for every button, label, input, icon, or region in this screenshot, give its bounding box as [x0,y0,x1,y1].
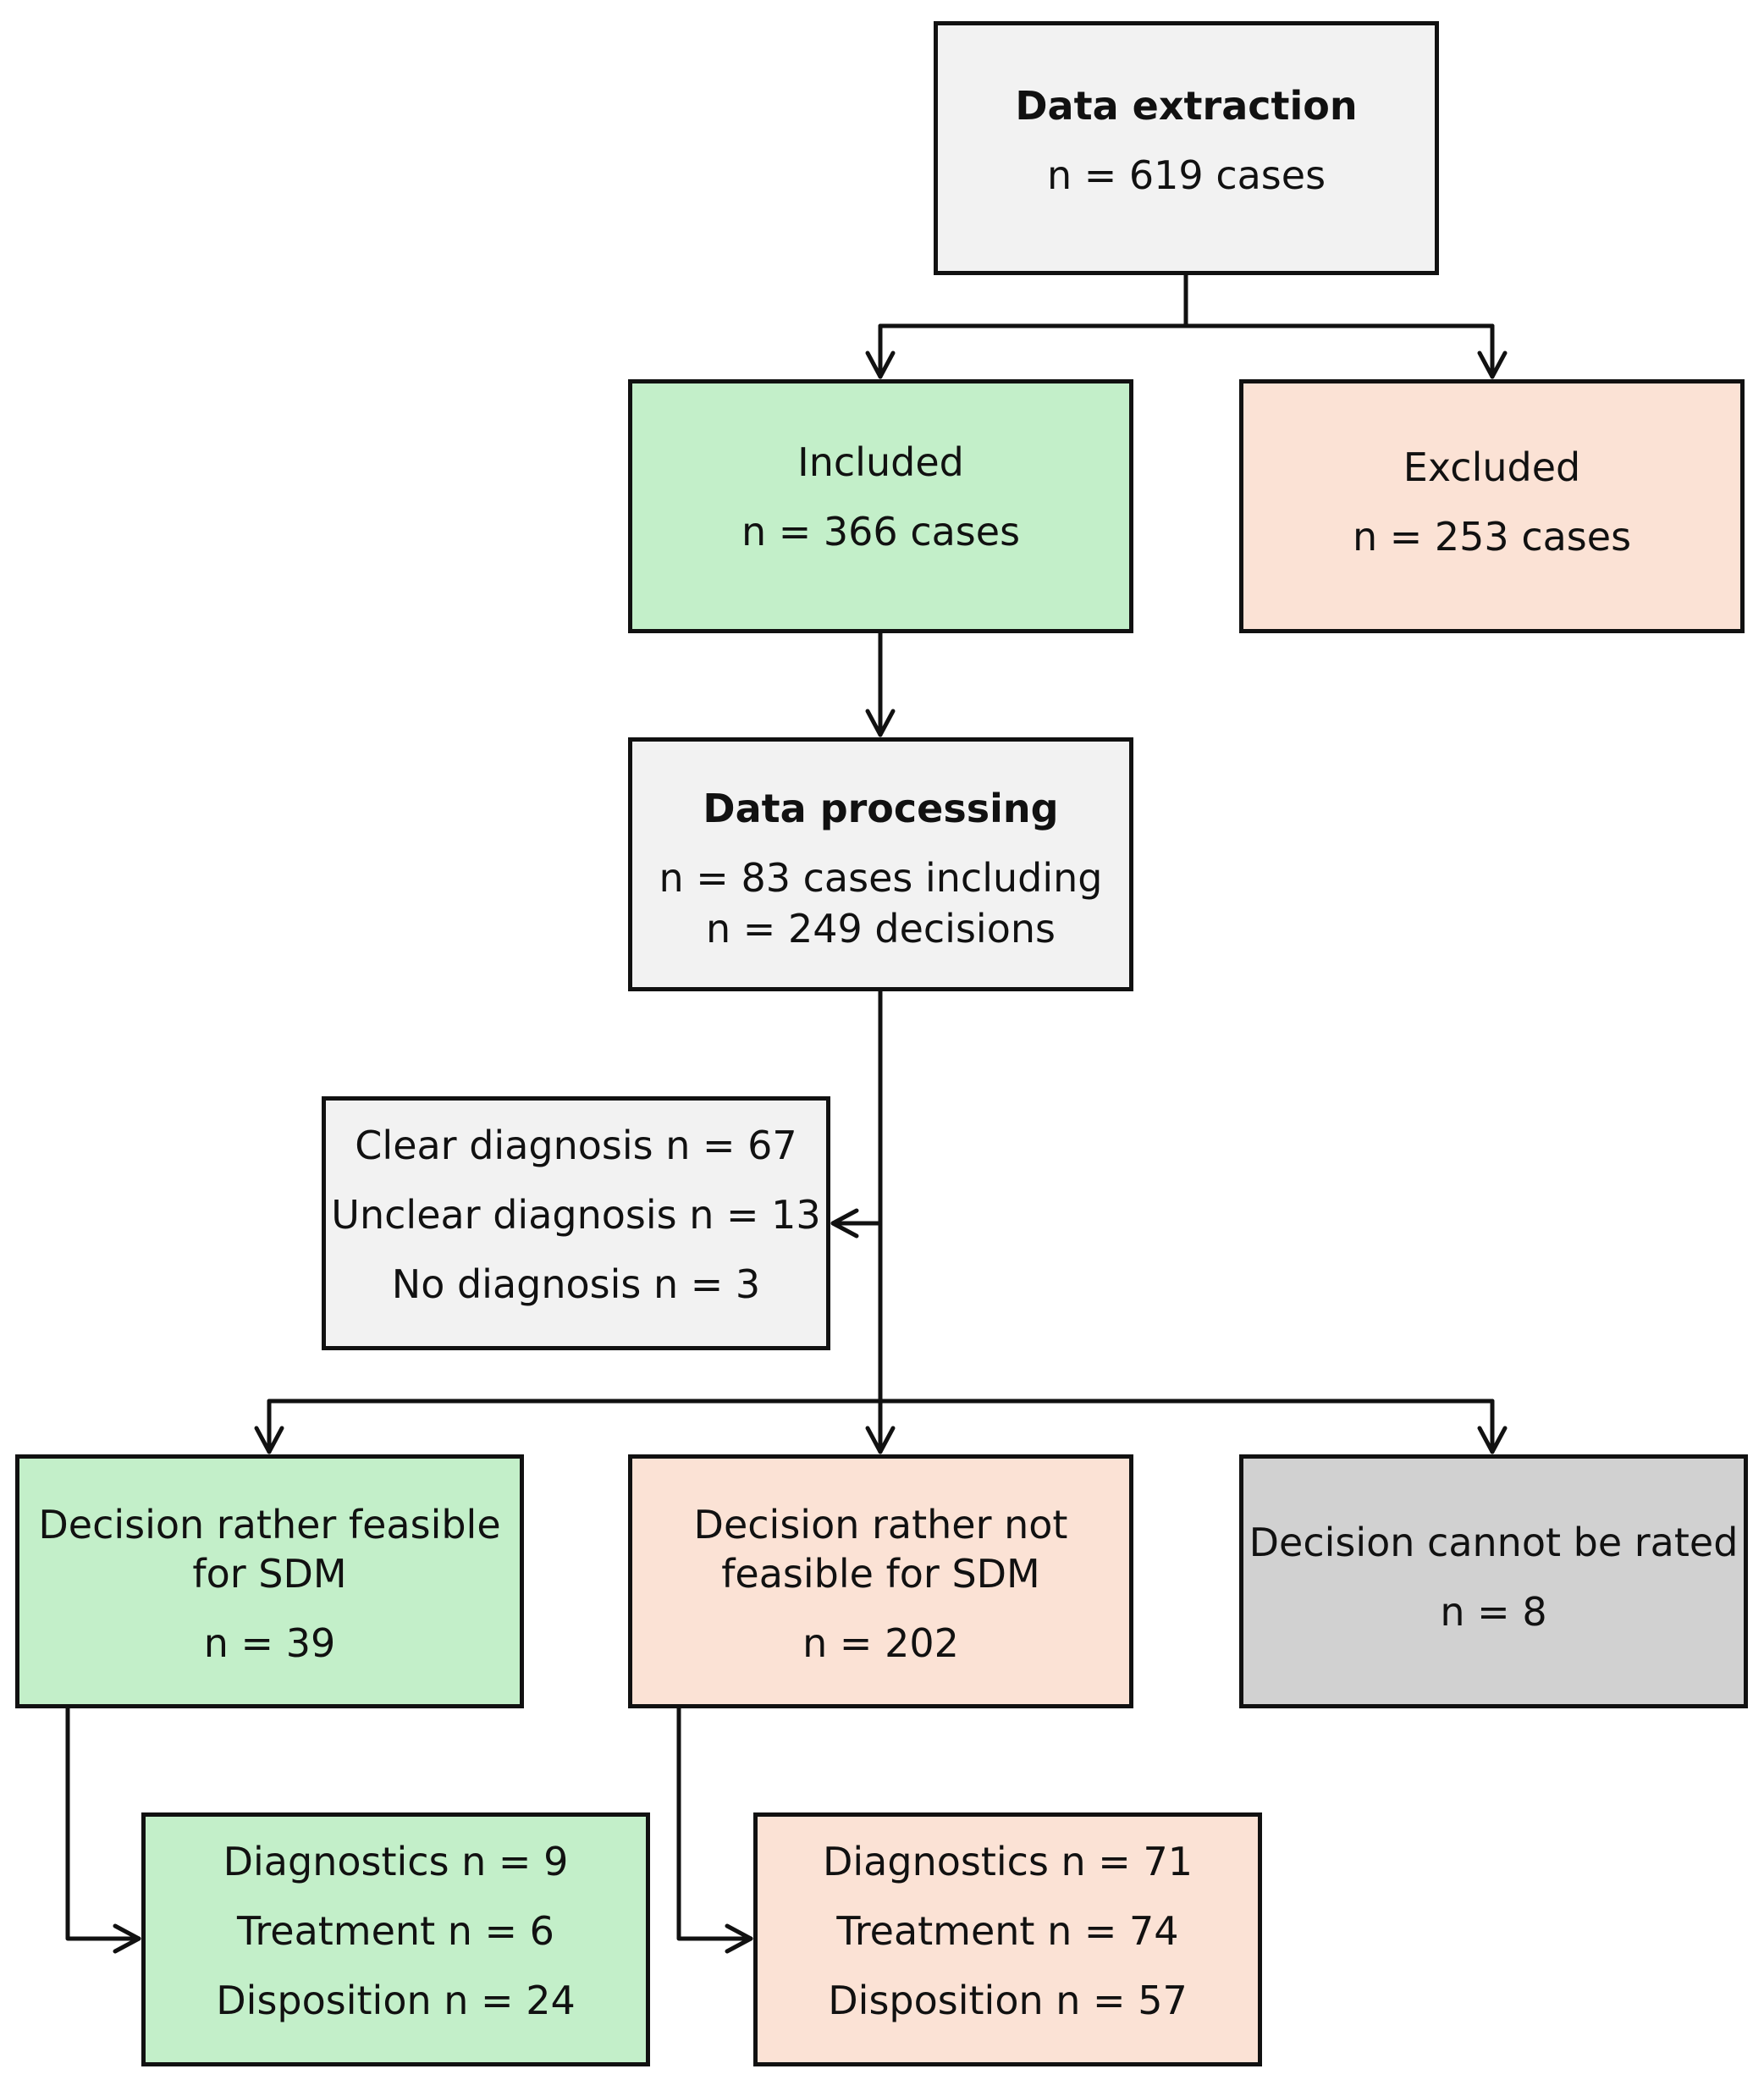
feasible-breakdown-box: Diagnostics n = 9 Treatment n = 6 Dispos… [141,1812,650,2066]
included-count: n = 366 cases [741,509,1021,554]
feasible-diagnostics: Diagnostics n = 9 [223,1839,569,1884]
feasible-label-line2: for SDM [192,1551,347,1597]
arrow-to-not-feasible-breakdown [676,1706,753,1941]
included-title: Included [797,439,964,485]
arrowhead-diagnosis [830,1208,859,1239]
feasible-count: n = 39 [203,1620,336,1666]
arrow-to-feasible-breakdown [65,1706,141,1941]
included-box: Included n = 366 cases [628,379,1133,633]
excluded-box: Excluded n = 253 cases [1239,379,1745,633]
no-diagnosis: No diagnosis n = 3 [391,1261,761,1307]
not-feasible-diagnostics: Diagnostics n = 71 [822,1839,1193,1884]
cannot-rate-box: Decision cannot be rated n = 8 [1239,1454,1748,1708]
not-feasible-treatment: Treatment n = 74 [836,1908,1179,1954]
data-processing-cases: n = 83 cases including [659,855,1103,901]
arrowhead-not-feasible-breakdown [725,1923,753,1954]
not-feasible-label-line2: feasible for SDM [721,1551,1040,1597]
clear-diagnosis: Clear diagnosis n = 67 [355,1123,797,1168]
data-processing-decisions: n = 249 decisions [706,906,1056,952]
feasible-label-line1: Decision rather feasible [38,1502,501,1548]
cannot-rate-title: Decision cannot be rated [1249,1520,1739,1565]
arrowhead-feasible [254,1426,284,1454]
arrowhead-feasible-breakdown [113,1923,141,1954]
data-extraction-count: n = 619 cases [1046,152,1326,198]
unclear-diagnosis: Unclear diagnosis n = 13 [331,1192,821,1238]
arrowhead-not-feasible [865,1426,896,1454]
excluded-count: n = 253 cases [1352,514,1632,560]
not-feasible-label-line1: Decision rather not [693,1502,1068,1548]
feasible-box: Decision rather feasible for SDM n = 39 [15,1454,524,1708]
data-processing-box: Data processing n = 83 cases including n… [628,737,1133,991]
not-feasible-disposition: Disposition n = 57 [828,1978,1188,2023]
data-extraction-title: Data extraction [1015,83,1358,129]
arrowhead-processing [865,709,896,737]
excluded-title: Excluded [1403,444,1581,490]
diagnosis-box: Clear diagnosis n = 67 Unclear diagnosis… [322,1096,830,1350]
arrowhead-included [865,350,896,379]
arrowhead-excluded [1477,350,1508,379]
arrowhead-cannot-rate [1477,1426,1508,1454]
data-processing-title: Data processing [703,786,1059,831]
not-feasible-box: Decision rather not feasible for SDM n =… [628,1454,1133,1708]
data-extraction-box: Data extraction n = 619 cases [934,21,1439,275]
cannot-rate-count: n = 8 [1440,1589,1547,1635]
connector-extraction-split [878,273,1495,328]
not-feasible-breakdown-box: Diagnostics n = 71 Treatment n = 74 Disp… [753,1812,1262,2066]
not-feasible-count: n = 202 [802,1620,959,1666]
feasible-treatment: Treatment n = 6 [237,1908,554,1954]
feasible-disposition: Disposition n = 24 [216,1978,576,2023]
